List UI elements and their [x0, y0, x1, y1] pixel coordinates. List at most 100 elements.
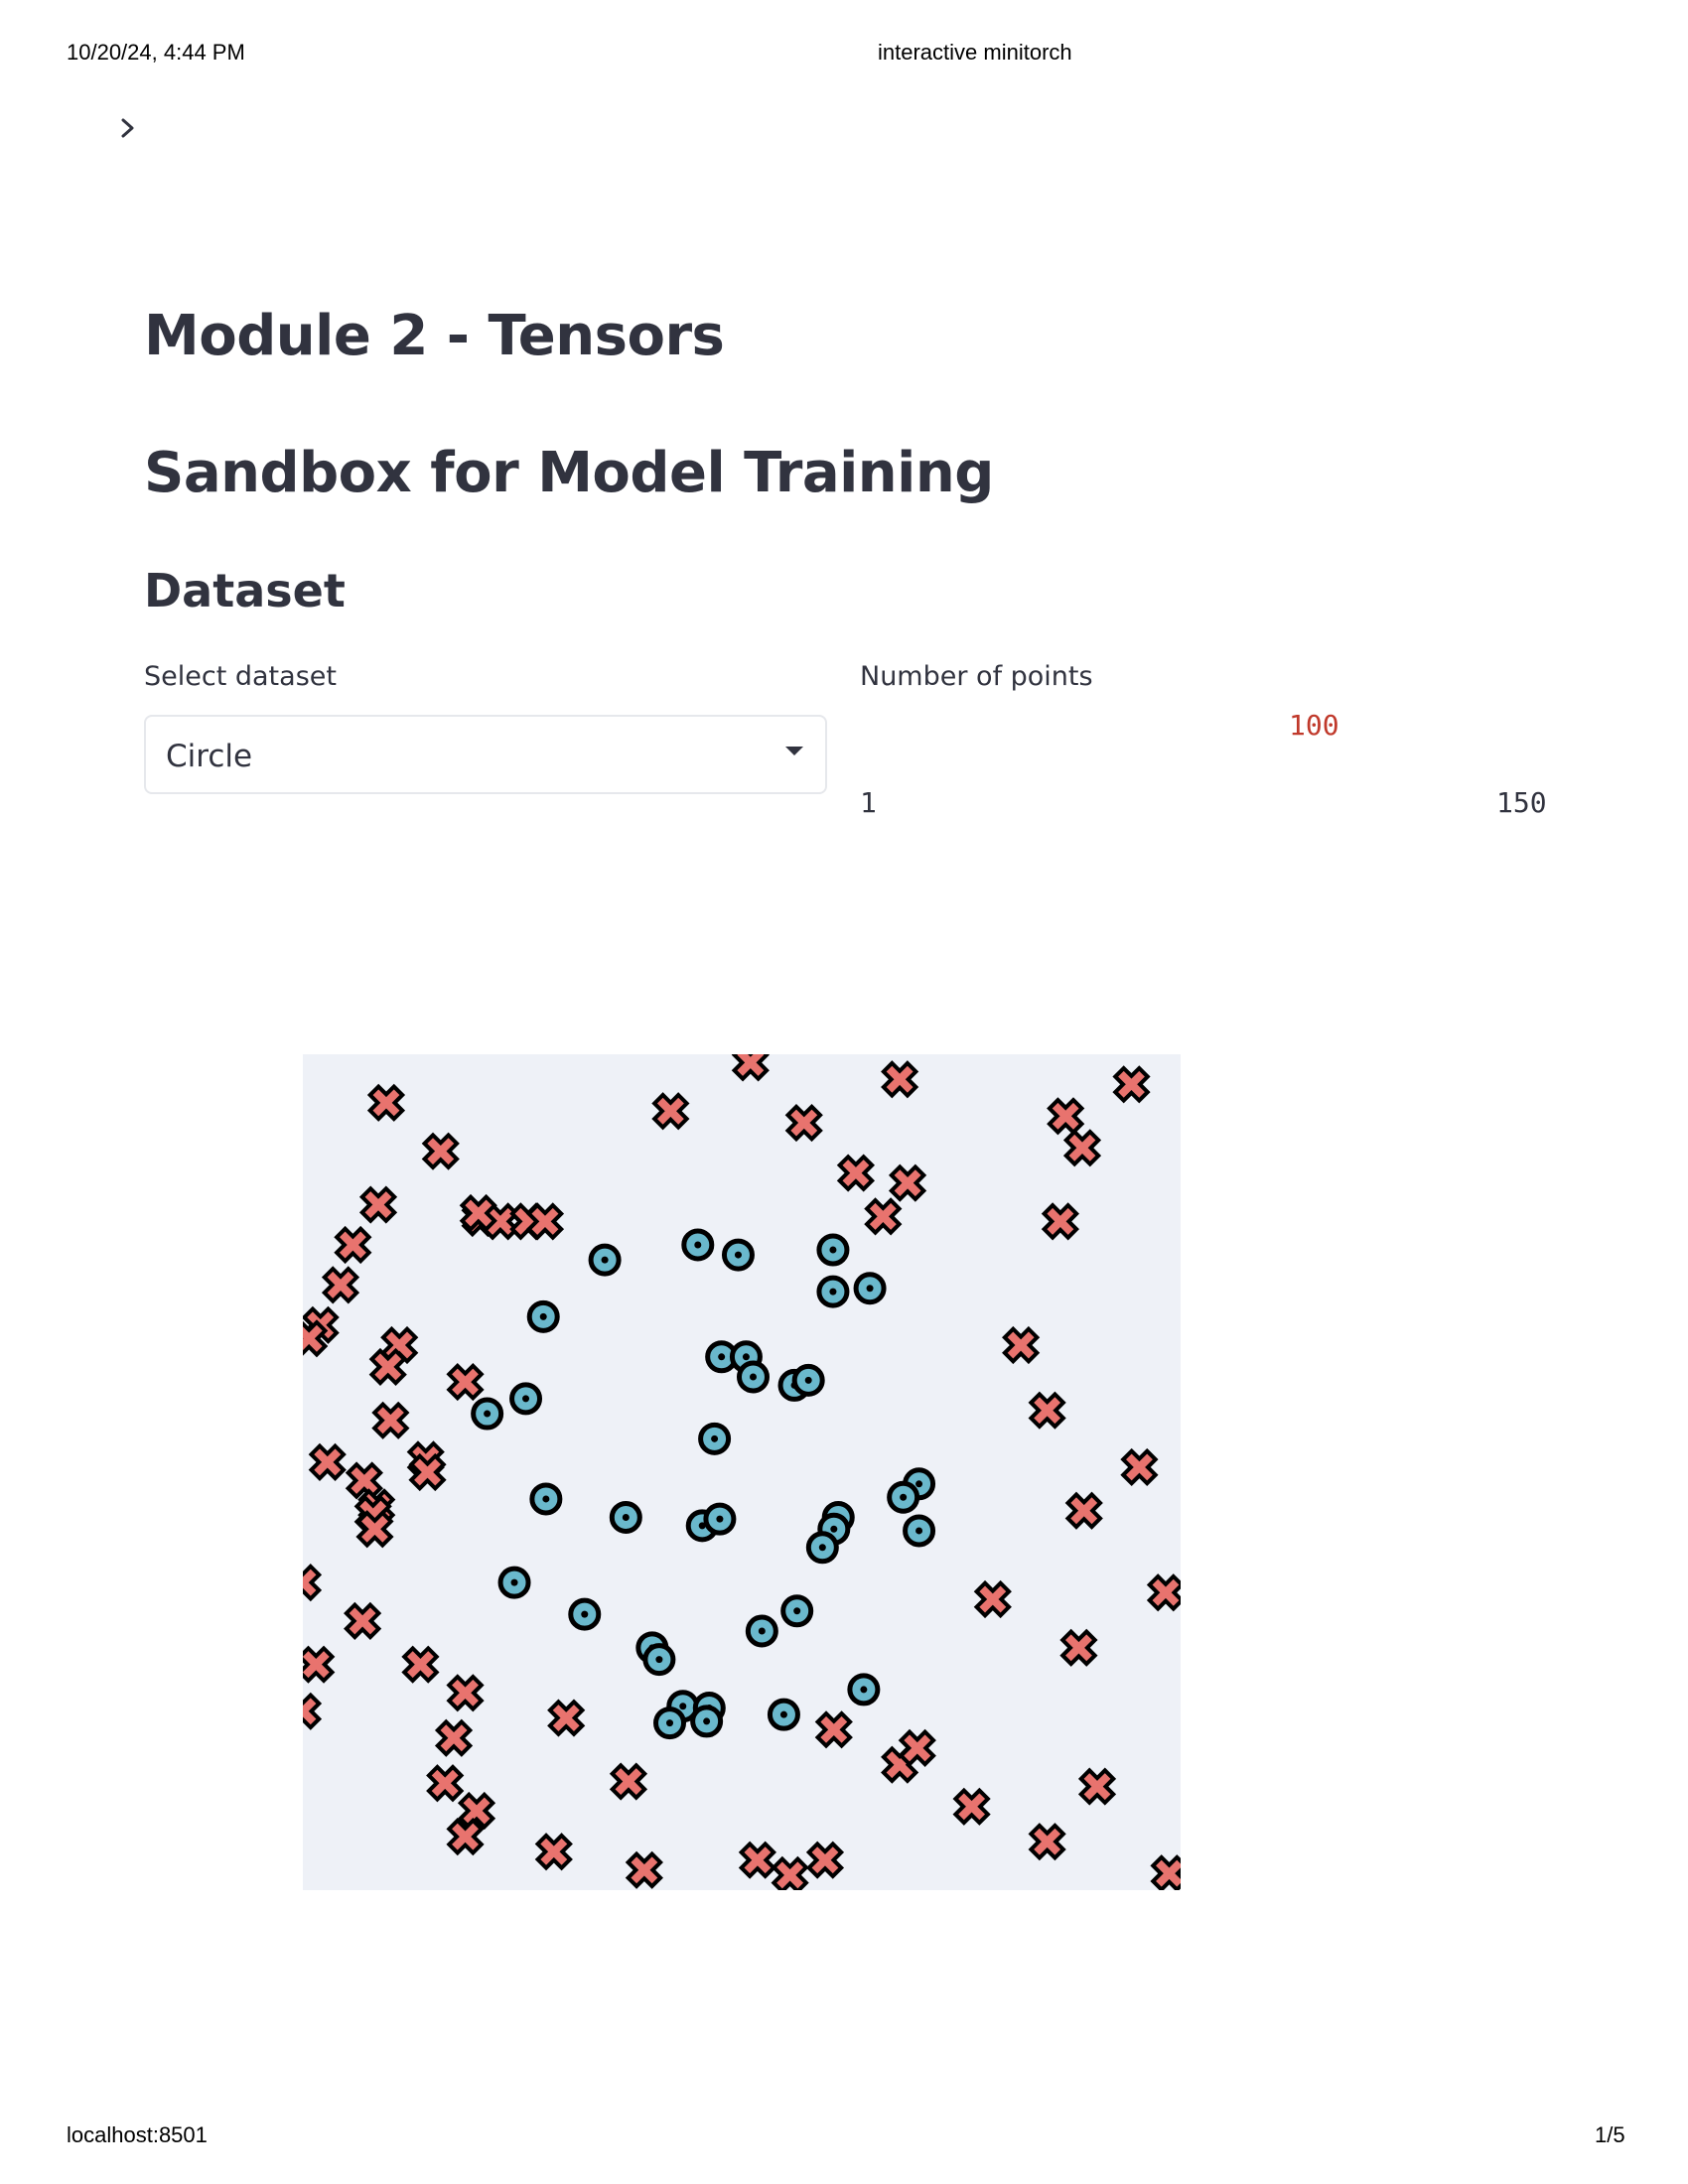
- circle-marker: [681, 1228, 715, 1262]
- x-marker: [421, 1132, 460, 1170]
- circle-marker: [853, 1272, 887, 1305]
- x-marker: [344, 1601, 382, 1640]
- circle-marker: [509, 1382, 543, 1416]
- circle-marker: [703, 1502, 737, 1536]
- circle-marker: [903, 1514, 936, 1548]
- x-marker: [355, 1510, 394, 1549]
- x-marker: [1041, 1202, 1079, 1241]
- x-marker: [864, 1197, 903, 1236]
- x-marker: [408, 1452, 447, 1492]
- x-marker: [1064, 1491, 1103, 1530]
- x-marker: [1150, 1854, 1181, 1890]
- circle-marker: [736, 1360, 770, 1394]
- x-marker: [345, 1461, 383, 1500]
- x-marker: [446, 1362, 485, 1402]
- points-slider-label: Number of points: [860, 661, 1093, 692]
- print-url: localhost:8501: [67, 2122, 208, 2147]
- sidebar-toggle-button[interactable]: [111, 111, 145, 145]
- x-marker: [459, 1193, 497, 1233]
- dataset-select[interactable]: Circle: [144, 715, 827, 794]
- x-marker: [651, 1092, 690, 1131]
- circle-marker: [805, 1531, 839, 1565]
- circle-marker: [816, 1275, 850, 1308]
- circle-marker: [745, 1614, 778, 1648]
- print-header: 10/20/24, 4:44 PM interactive minitorch: [0, 40, 1688, 69]
- x-marker: [625, 1850, 663, 1889]
- points-slider-max: 150: [1496, 786, 1547, 819]
- points-slider[interactable]: [860, 756, 1547, 768]
- x-marker: [814, 1710, 853, 1749]
- circle-marker: [698, 1422, 732, 1455]
- x-marker: [534, 1833, 573, 1871]
- chevron-right-icon: [121, 118, 134, 138]
- x-marker: [303, 1319, 329, 1358]
- x-marker: [1062, 1129, 1102, 1167]
- x-marker: [738, 1841, 777, 1879]
- x-marker: [1059, 1628, 1098, 1667]
- x-marker: [308, 1442, 347, 1481]
- circle-marker: [705, 1340, 739, 1374]
- circle-marker: [526, 1299, 560, 1333]
- circle-marker: [471, 1397, 504, 1431]
- points-slider-value: 100: [1289, 709, 1339, 742]
- x-marker: [426, 1764, 465, 1803]
- circle-marker: [529, 1482, 563, 1516]
- print-datetime: 10/20/24, 4:44 PM: [67, 40, 245, 65]
- x-marker: [401, 1645, 440, 1684]
- x-marker: [731, 1054, 770, 1082]
- x-marker: [434, 1718, 474, 1757]
- circle-marker: [767, 1698, 800, 1731]
- x-marker: [881, 1060, 919, 1099]
- x-marker: [366, 1083, 406, 1122]
- circle-marker: [653, 1706, 687, 1740]
- circle-marker: [847, 1673, 881, 1706]
- x-marker: [805, 1841, 845, 1879]
- x-marker: [303, 1692, 323, 1730]
- points-slider-min: 1: [860, 786, 877, 819]
- x-marker: [371, 1401, 410, 1439]
- scatter-svg: [303, 1054, 1181, 1890]
- print-page-number: 1/5: [1595, 2122, 1625, 2147]
- circle-marker: [609, 1500, 642, 1534]
- x-marker: [334, 1225, 372, 1265]
- x-marker: [952, 1787, 991, 1826]
- circle-marker: [816, 1233, 850, 1267]
- circle-marker: [497, 1566, 531, 1599]
- x-marker: [446, 1818, 485, 1856]
- x-marker: [368, 1347, 407, 1386]
- circle-marker: [568, 1597, 602, 1631]
- x-marker: [1047, 1097, 1085, 1136]
- x-marker: [771, 1855, 809, 1890]
- x-marker: [446, 1674, 485, 1712]
- x-marker: [303, 1645, 336, 1684]
- circle-marker: [887, 1480, 920, 1514]
- dataset-select-value: Circle: [166, 739, 253, 774]
- x-marker: [1146, 1573, 1181, 1612]
- section-heading-dataset: Dataset: [144, 564, 346, 617]
- x-marker: [1028, 1391, 1066, 1430]
- dataset-scatter-plot: [303, 1054, 1181, 1890]
- caret-down-icon: [785, 747, 803, 755]
- dataset-select-label: Select dataset: [144, 661, 337, 692]
- x-marker: [525, 1202, 565, 1241]
- x-marker: [358, 1185, 398, 1224]
- x-marker: [547, 1699, 586, 1737]
- x-marker: [1002, 1325, 1041, 1365]
- circle-marker: [791, 1363, 825, 1397]
- print-page-title: interactive minitorch: [878, 40, 1072, 65]
- x-marker: [1112, 1065, 1151, 1104]
- circle-marker: [588, 1243, 622, 1277]
- x-marker: [836, 1154, 876, 1192]
- circle-marker: [780, 1594, 814, 1628]
- x-marker: [898, 1728, 936, 1767]
- x-marker: [973, 1579, 1012, 1619]
- circle-marker: [690, 1705, 724, 1738]
- page-subtitle: Sandbox for Model Training: [144, 441, 994, 505]
- circle-marker: [721, 1238, 755, 1272]
- x-marker: [321, 1266, 360, 1304]
- x-marker: [1120, 1447, 1159, 1487]
- page-title: Module 2 - Tensors: [144, 304, 725, 368]
- print-footer: localhost:8501 1/5: [0, 2122, 1688, 2152]
- x-marker: [609, 1762, 648, 1801]
- x-marker: [1028, 1823, 1066, 1861]
